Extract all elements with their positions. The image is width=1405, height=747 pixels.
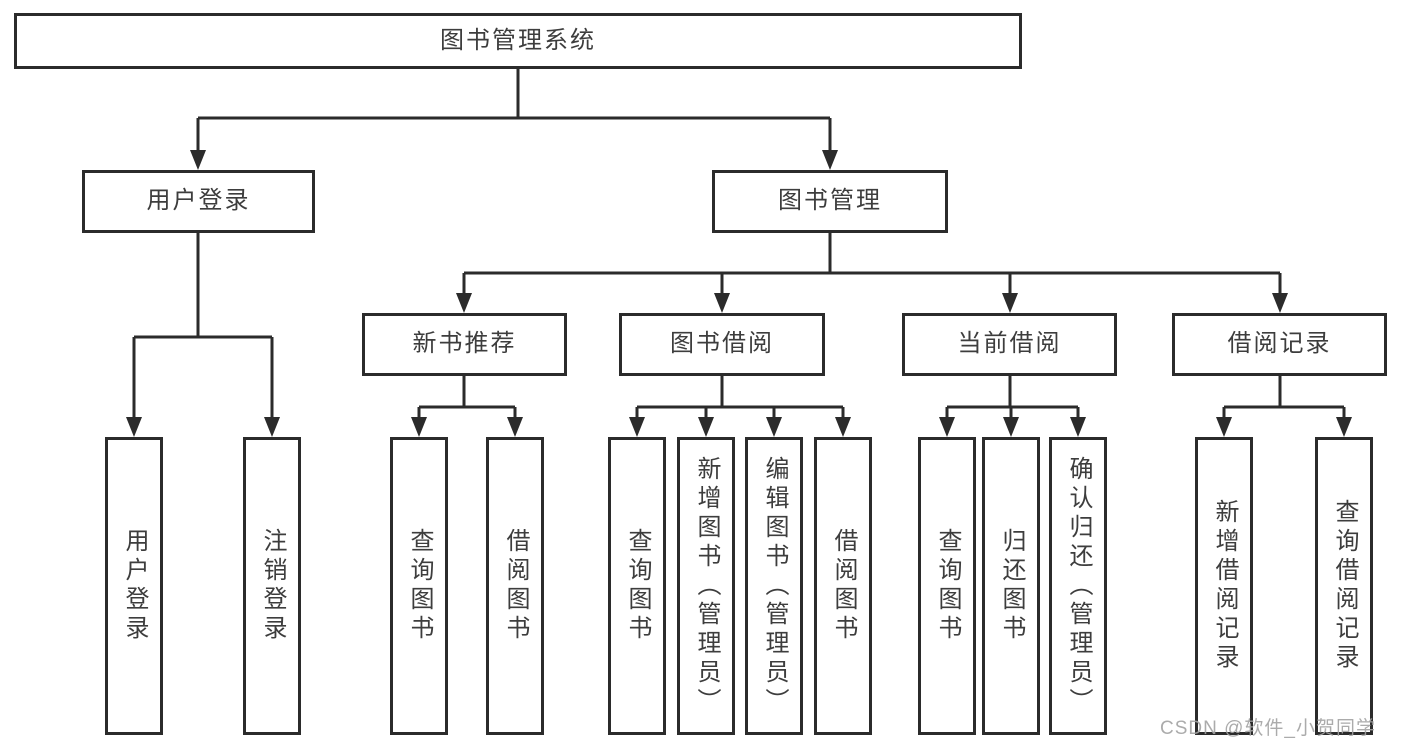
leaf-query-books-recommend: 查询图书 [390,437,448,735]
arrowhead-down [456,293,472,313]
arrowhead-down [411,417,427,437]
node-current-borrowing: 当前借阅 [902,313,1117,376]
arrowhead-down [939,417,955,437]
arrowhead-down [126,417,142,437]
csdn-watermark: CSDN @软件_小贺同学 [1160,718,1376,739]
arrowhead-down [822,150,838,170]
leaf-borrow-books-recommend: 借阅图书 [486,437,544,735]
leaf-query-books: 查询图书 [608,437,666,735]
arrowhead-down [190,150,206,170]
node-book-borrowing: 图书借阅 [619,313,825,376]
arrowhead-down [1070,417,1086,437]
leaf-add-books-admin: 新增图书（管理员） [677,437,735,735]
arrowhead-down [1002,293,1018,313]
leaf-query-borrow-record: 查询借阅记录 [1315,437,1373,735]
leaf-return-books: 归还图书 [982,437,1040,735]
arrowhead-down [1272,293,1288,313]
arrowhead-down [1336,417,1352,437]
arrowhead-down [766,417,782,437]
leaf-edit-books-admin: 编辑图书（管理员） [745,437,803,735]
leaf-query-books-current: 查询图书 [918,437,976,735]
node-library-management-system: 图书管理系统 [14,13,1022,69]
leaf-confirm-return-admin: 确认归还（管理员） [1049,437,1107,735]
arrowhead-down [698,417,714,437]
arrowhead-down [1216,417,1232,437]
arrowhead-down [264,417,280,437]
node-borrowing-records: 借阅记录 [1172,313,1387,376]
node-book-management: 图书管理 [712,170,948,233]
leaf-user-login: 用户登录 [105,437,163,735]
leaf-add-borrow-record: 新增借阅记录 [1195,437,1253,735]
node-new-book-recommendation: 新书推荐 [362,313,567,376]
arrowhead-down [835,417,851,437]
arrowhead-down [629,417,645,437]
arrowhead-down [1003,417,1019,437]
leaf-borrow-books: 借阅图书 [814,437,872,735]
leaf-logout: 注销登录 [243,437,301,735]
arrowhead-down [714,293,730,313]
arrowhead-down [507,417,523,437]
node-user-login: 用户登录 [82,170,315,233]
